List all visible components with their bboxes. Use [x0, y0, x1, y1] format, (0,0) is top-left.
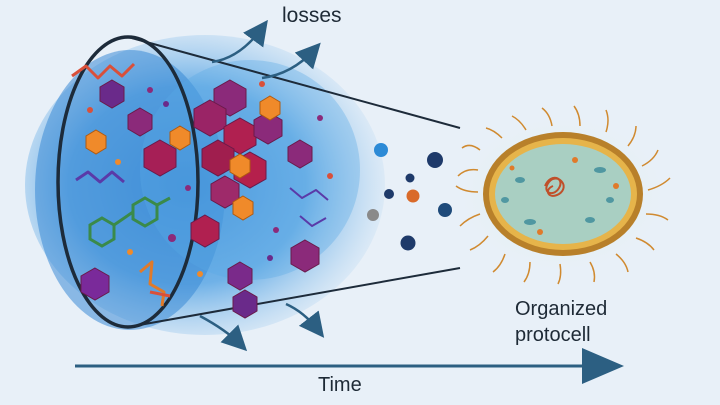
orange-molecule-icon	[85, 95, 281, 221]
hexagon-molecule-icon	[80, 79, 320, 319]
transition-dots	[367, 143, 452, 251]
particle-dots	[87, 81, 333, 277]
cone-outline	[56, 35, 461, 329]
protocell-label-line1: Organized	[515, 298, 608, 320]
green-molecule-icon	[88, 196, 171, 248]
protocell-label-line2: protocell	[515, 324, 591, 346]
losses-label: losses	[282, 4, 342, 27]
protocell-icon	[450, 105, 674, 285]
time-axis-label: Time	[318, 374, 362, 396]
chain-molecule-icon	[71, 62, 329, 307]
loss-arrow-icon	[199, 19, 325, 352]
protocell-label: Organized protocell	[515, 296, 607, 348]
